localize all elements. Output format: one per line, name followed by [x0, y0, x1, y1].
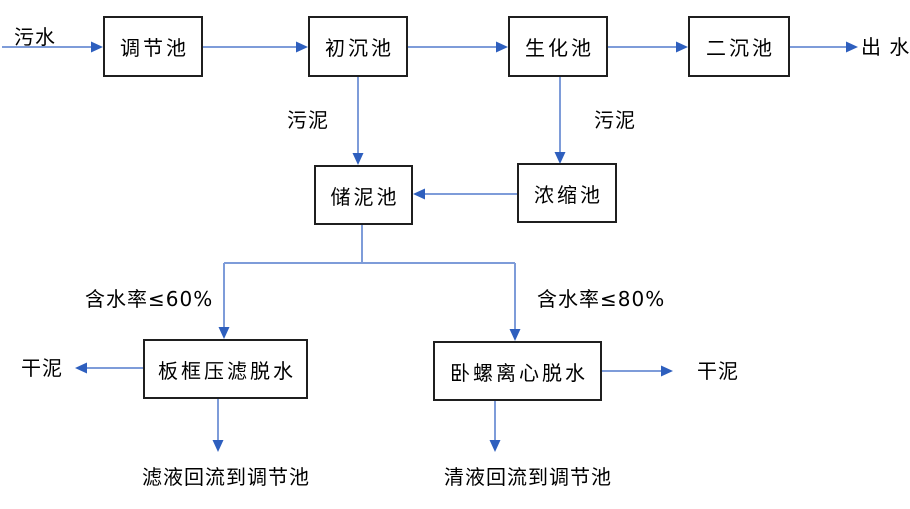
arrowhead-down-icon: [509, 329, 521, 341]
label-filtrate-return: 滤液回流到调节池: [142, 465, 310, 489]
arrowhead-right-icon: [676, 41, 688, 53]
arrowhead-right-icon: [496, 41, 508, 53]
arrowhead-right-icon: [296, 41, 308, 53]
node-decanter-centrifuge: 卧螺离心脱水: [433, 341, 602, 401]
edge-influent-to-regulating-tank: [2, 41, 103, 53]
node-label: 调节池: [120, 36, 189, 60]
edge-filter-press-to-filtrate-return: [212, 399, 224, 452]
node-label: 初沉池: [325, 36, 394, 60]
node-regulating-tank: 调节池: [103, 16, 203, 77]
label-influent: 污水: [14, 25, 56, 49]
node-label: 储泥池: [330, 184, 400, 209]
label-moisture-80: 含水率≤80%: [537, 287, 666, 311]
edge-centrifuge-to-dry-sludge: [602, 365, 673, 377]
edge-biochemical-to-secondary: [608, 41, 688, 53]
node-label: 生化池: [525, 36, 594, 60]
label-dry-sludge-right: 干泥: [697, 359, 739, 383]
arrowhead-right-icon: [661, 365, 673, 377]
node-secondary-sedimentation-tank: 二沉池: [688, 16, 790, 77]
arrowhead-left-icon: [413, 188, 425, 200]
edge-storage-split: [218, 225, 521, 341]
edge-centrifuge-to-clear-return: [489, 401, 501, 452]
arrowhead-down-icon: [554, 152, 566, 164]
arrowhead-down-icon: [489, 440, 501, 452]
node-label: 板框压滤脱水: [158, 358, 296, 383]
node-label: 二沉池: [706, 36, 775, 60]
label-dry-sludge-left: 干泥: [21, 356, 63, 380]
arrowhead-right-icon: [846, 41, 858, 53]
label-clear-liquid-return: 清液回流到调节池: [444, 465, 612, 489]
edge-regulating-to-primary: [203, 41, 308, 53]
arrowhead-right-icon: [91, 41, 103, 53]
node-primary-sedimentation-tank: 初沉池: [308, 16, 408, 77]
node-label: 浓缩池: [534, 182, 603, 207]
edge-primary-to-biochemical: [408, 41, 508, 53]
arrowhead-down-icon: [352, 153, 364, 165]
label-moisture-60: 含水率≤60%: [85, 287, 214, 311]
edge-filter-press-to-dry-sludge: [75, 362, 143, 374]
node-biochemical-tank: 生化池: [508, 16, 608, 77]
edge-primary-to-storage: [352, 77, 364, 165]
label-sludge-biochemical: 污泥: [594, 108, 636, 132]
node-label: 卧螺离心脱水: [450, 360, 588, 385]
node-plate-frame-filter-press: 板框压滤脱水: [143, 339, 308, 399]
label-effluent: 出 水: [861, 35, 910, 59]
edge-biochemical-to-thickening: [554, 77, 566, 164]
arrowhead-down-icon: [218, 327, 230, 339]
arrowhead-down-icon: [212, 440, 224, 452]
edge-secondary-to-effluent: [790, 41, 858, 53]
arrowhead-left-icon: [75, 362, 87, 374]
node-thickening-tank: 浓缩池: [517, 163, 617, 223]
label-sludge-primary: 污泥: [287, 108, 329, 132]
edge-thickening-to-storage: [413, 188, 517, 200]
node-sludge-storage-tank: 储泥池: [314, 165, 413, 225]
